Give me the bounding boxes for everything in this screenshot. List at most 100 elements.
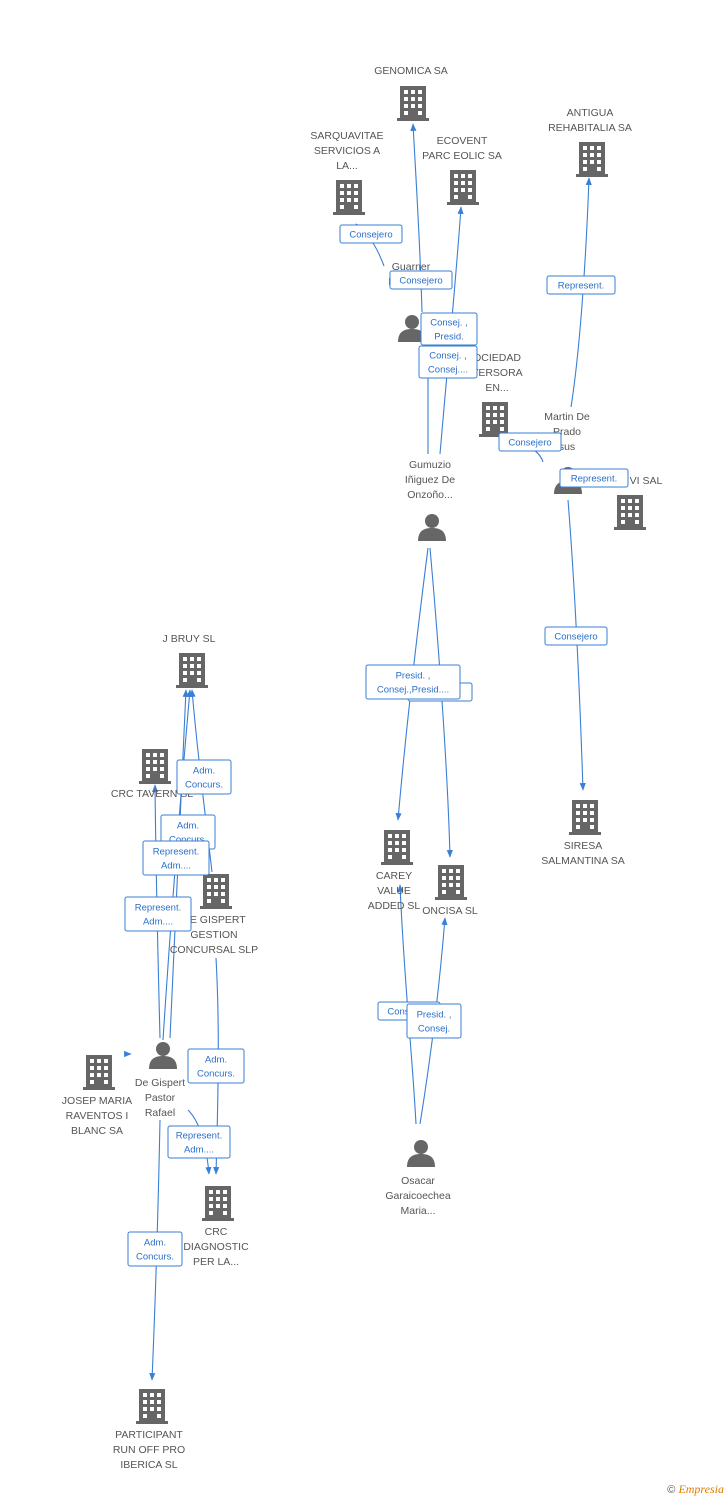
node-label: LA...	[336, 160, 358, 172]
edge-label-box	[167, 1125, 231, 1159]
node-label: J BRUY SL	[163, 633, 216, 645]
person-icon	[149, 1042, 177, 1069]
node-label: Martin De	[544, 411, 590, 423]
building-icon	[200, 874, 232, 909]
edge-label-text: Concurs.	[169, 835, 207, 846]
node-label: Gumuzio	[409, 459, 451, 471]
building-icon	[576, 142, 608, 177]
node-label: VALUE	[377, 885, 411, 897]
node-label: Osacar	[401, 1175, 435, 1187]
edge-label-box	[365, 664, 461, 700]
node-crctavern[interactable]: CRC TAVERN SL	[111, 749, 193, 800]
node-label: CONCURSAL SLP	[170, 944, 258, 956]
edge-label-gumuzio-to-carey[interactable]: Presid. ,Consej.,Presid....	[365, 664, 461, 700]
edge-label-text: Represent.	[558, 281, 604, 292]
edge-label-degispertgestion-to-crcdiag[interactable]: Adm.Concurs.	[187, 1048, 245, 1084]
node-jbruy[interactable]: J BRUY SL	[163, 633, 216, 688]
edge-label-text: Presid.	[434, 332, 464, 343]
edge-label-box	[418, 345, 478, 379]
edge-label-text: Adm.	[177, 821, 199, 832]
node-visal[interactable]: VI SAL	[614, 475, 663, 530]
edge-label-box	[389, 270, 453, 290]
edge-label-box	[339, 224, 403, 244]
edge-label-gumuzio-to-genomica[interactable]: Consej. ,Consej....	[418, 345, 478, 379]
edge-label-text: Adm.	[193, 766, 215, 777]
edge-label-text: Adm....	[161, 861, 191, 872]
edge-label-gumuzio-to-ecovent[interactable]: Consej. ,Presid.	[420, 312, 478, 346]
edge-label-text: Presid. ,	[417, 1010, 452, 1021]
edge-label-text: Consej.,Presid....	[377, 685, 449, 696]
node-ecovent[interactable]: ECOVENT PARC EOLIC SA	[422, 135, 502, 205]
edge-label-martin-to-visal[interactable]: Represent.	[559, 468, 629, 488]
node-label: ECOVENT	[437, 135, 488, 147]
building-icon	[479, 402, 511, 437]
building-icon	[569, 800, 601, 835]
node-label: SALMANTINA SA	[541, 855, 624, 867]
edge-label-text: Represent.	[135, 903, 181, 914]
edge-label-guarner-to-sarquavitae[interactable]: Consejero	[339, 224, 403, 244]
edge-label-box	[187, 1048, 245, 1084]
node-label: OCIEDAD	[473, 352, 521, 364]
edge-label-guarner-to-genomica[interactable]: Consejero	[389, 270, 453, 290]
node-label: DE GISPERT	[182, 914, 246, 926]
edge-label-martin-to-antigua[interactable]: Represent.	[546, 275, 616, 295]
node-label: CRC	[205, 1226, 228, 1238]
node-label: CRC TAVERN SL	[111, 788, 193, 800]
node-label: CAREY	[376, 870, 412, 882]
node-crcdiag[interactable]: CRC DIAGNOSTIC PER LA...	[183, 1186, 249, 1268]
edge-label-box	[546, 275, 616, 295]
building-icon	[397, 86, 429, 121]
node-label: PARC EOLIC SA	[422, 150, 502, 162]
edge-label-degispert-to-crcdiag[interactable]: Represent.Adm....	[167, 1125, 231, 1159]
edge-martin-to-siresa	[567, 499, 586, 791]
node-label: ONCISA SL	[422, 905, 478, 917]
building-icon	[176, 653, 208, 688]
edge-label-box	[142, 840, 210, 876]
node-label: PER LA...	[193, 1256, 239, 1268]
edge-gumuzio-to-oncisa	[429, 547, 453, 858]
node-label: SIRESA	[564, 840, 603, 852]
building-icon	[83, 1055, 115, 1090]
edge-label-martin-to-siresa[interactable]: Consejero	[544, 626, 608, 646]
building-icon	[447, 170, 479, 205]
edge-label-text: Consejero	[554, 632, 597, 643]
footer-branding: © Empresia	[667, 1482, 724, 1497]
node-osacar[interactable]: OsacarGaraicoecheaMaria...	[385, 1140, 451, 1217]
building-icon	[202, 1186, 234, 1221]
node-label: Rafael	[145, 1107, 175, 1119]
node-oncisa[interactable]: ONCISA SL	[422, 865, 478, 917]
node-label: Iñiguez De	[405, 474, 455, 486]
person-icon	[407, 1140, 435, 1167]
edge-label-box	[544, 626, 608, 646]
edge-label-osacar-to-oncisa[interactable]: Presid. ,Consej.	[406, 1003, 462, 1039]
edge-label-text: Consej....	[428, 365, 468, 376]
node-label: DIAGNOSTIC	[183, 1241, 249, 1253]
node-label: Onzoño...	[407, 489, 453, 501]
node-label: IBERICA SL	[120, 1459, 177, 1471]
node-siresa[interactable]: SIRESA SALMANTINA SA	[541, 800, 625, 867]
edge-label-martin-to-sociedad[interactable]: Consejero	[498, 432, 562, 452]
edge-label-degispert-to-jbruy[interactable]: Adm. Concurs.	[176, 759, 232, 795]
building-icon	[333, 180, 365, 215]
node-label: Garaicoechea	[385, 1190, 451, 1202]
edge-label-box	[420, 312, 478, 346]
node-genomica[interactable]: GENOMICA SA	[374, 65, 448, 121]
edge-label-degispert-to-crctavern[interactable]: Represent.Adm....	[124, 896, 192, 932]
edge-label-text: Consejero	[399, 276, 442, 287]
edge-label-text: Concurs.	[185, 780, 223, 791]
edge-label-degispert-to-jbruy[interactable]: Represent.Adm....	[142, 840, 210, 876]
edge-label-degispert-to-participant[interactable]: Adm.Concurs.	[127, 1231, 183, 1267]
node-sociedad[interactable]: OCIEDADVERSORAEN...	[471, 352, 523, 437]
edge-martin-to-antigua	[570, 177, 592, 408]
node-label: EN...	[485, 382, 508, 394]
node-label: JOSEP MARIA	[62, 1095, 132, 1107]
